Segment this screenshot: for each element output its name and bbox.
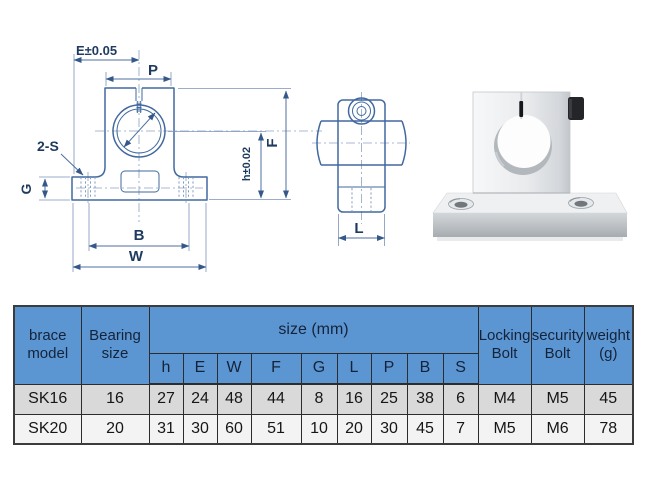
ext-lines-w	[72, 203, 207, 272]
header-weight: weight (g)	[583, 305, 634, 385]
cell-weight: 78	[583, 413, 634, 445]
cell-p: 25	[370, 383, 408, 415]
header-col-g: G	[300, 352, 338, 385]
product-photo	[432, 91, 628, 241]
side-body	[337, 99, 386, 213]
cell-bearing: 16	[80, 383, 150, 415]
header-col-l: L	[336, 352, 372, 385]
bore-inner-circle	[116, 108, 162, 154]
cell-g: 8	[300, 383, 338, 415]
header-locking-bolt: Locking Bolt	[477, 305, 532, 385]
dim-label-e: E±0.05	[76, 43, 117, 58]
header-bearing-size: Bearing size	[80, 305, 150, 385]
cell-h: 31	[148, 413, 184, 445]
table-row-sk16: SK16 16 27 24 48 44 8 16 25 38 6 M4 M5 4…	[13, 383, 634, 415]
header-col-w: W	[216, 352, 252, 385]
header-size-mm: size (mm)	[148, 305, 479, 354]
side-hidden-hole	[351, 188, 372, 211]
header-col-s: S	[442, 352, 479, 385]
base-shadow	[437, 237, 623, 241]
cell-l: 16	[336, 383, 372, 415]
bore-opening	[497, 115, 551, 168]
header-security-bolt: security Bolt	[530, 305, 585, 385]
dim-label-2s: 2-S	[37, 138, 59, 154]
cell-model: SK16	[13, 383, 82, 415]
bore-outer-circle	[112, 104, 166, 158]
locking-screw-outer	[347, 97, 376, 125]
dim-label-h: h±0.02	[241, 147, 253, 181]
cell-f: 44	[250, 383, 302, 415]
dim-label-l: L	[354, 220, 363, 237]
dim-label-p: P	[148, 62, 158, 79]
base-hole-left	[448, 198, 474, 210]
base-slot	[120, 170, 160, 193]
spec-table: brace model Bearing size size (mm) Locki…	[13, 305, 635, 445]
technical-drawings: E±0.05 P F h±0.02 G 2-S B	[18, 43, 628, 272]
cell-locking-bolt: M5	[477, 413, 532, 445]
cell-w: 48	[216, 383, 252, 415]
table-row-sk20: SK20 20 31 30 60 51 10 20 30 45 7 M5 M6 …	[13, 413, 634, 445]
header-col-e: E	[182, 352, 218, 385]
ext-lines-f	[178, 88, 291, 200]
cell-h: 27	[148, 383, 184, 415]
set-screw-highlight	[569, 99, 572, 118]
dim-label-f: F	[264, 138, 281, 147]
cell-l: 20	[336, 413, 372, 445]
clamp-slit	[135, 88, 143, 113]
cell-b: 45	[406, 413, 444, 445]
header-brace-model: brace model	[13, 305, 82, 385]
cell-security-bolt: M6	[530, 413, 585, 445]
bore-highlight	[495, 151, 505, 167]
leader-line-2s	[60, 153, 84, 176]
header-col-f: F	[250, 352, 302, 385]
cell-g: 10	[300, 413, 338, 445]
side-view-drawing: L	[312, 92, 410, 246]
cell-model: SK20	[13, 413, 82, 445]
cell-e: 24	[182, 383, 218, 415]
cell-p: 30	[370, 413, 408, 445]
cell-w: 60	[216, 413, 252, 445]
cell-weight: 45	[583, 383, 634, 415]
cell-b: 38	[406, 383, 444, 415]
dim-label-b: B	[134, 227, 145, 244]
header-col-p: P	[370, 352, 408, 385]
dim-label-g: G	[18, 183, 34, 194]
cell-locking-bolt: M4	[477, 383, 532, 415]
cell-e: 30	[182, 413, 218, 445]
shaft	[316, 120, 407, 166]
front-view-drawing: E±0.05 P F h±0.02 G 2-S B	[18, 43, 322, 272]
photo-slit-gap	[519, 101, 524, 117]
base-hole-right	[568, 197, 594, 209]
bore-diameter-arrow	[123, 112, 156, 148]
header-col-h: h	[148, 352, 184, 385]
cell-f: 51	[250, 413, 302, 445]
ext-lines-g	[39, 176, 70, 201]
locking-screw-inner	[356, 106, 367, 116]
cell-s: 6	[442, 383, 479, 415]
header-col-b: B	[406, 352, 444, 385]
locking-screw-mid	[352, 101, 371, 121]
base-front-face	[433, 213, 627, 237]
dim-label-w: W	[129, 248, 144, 265]
cell-security-bolt: M5	[530, 383, 585, 415]
bracket-outline	[71, 87, 208, 201]
cell-s: 7	[442, 413, 479, 445]
cell-bearing: 20	[80, 413, 150, 445]
